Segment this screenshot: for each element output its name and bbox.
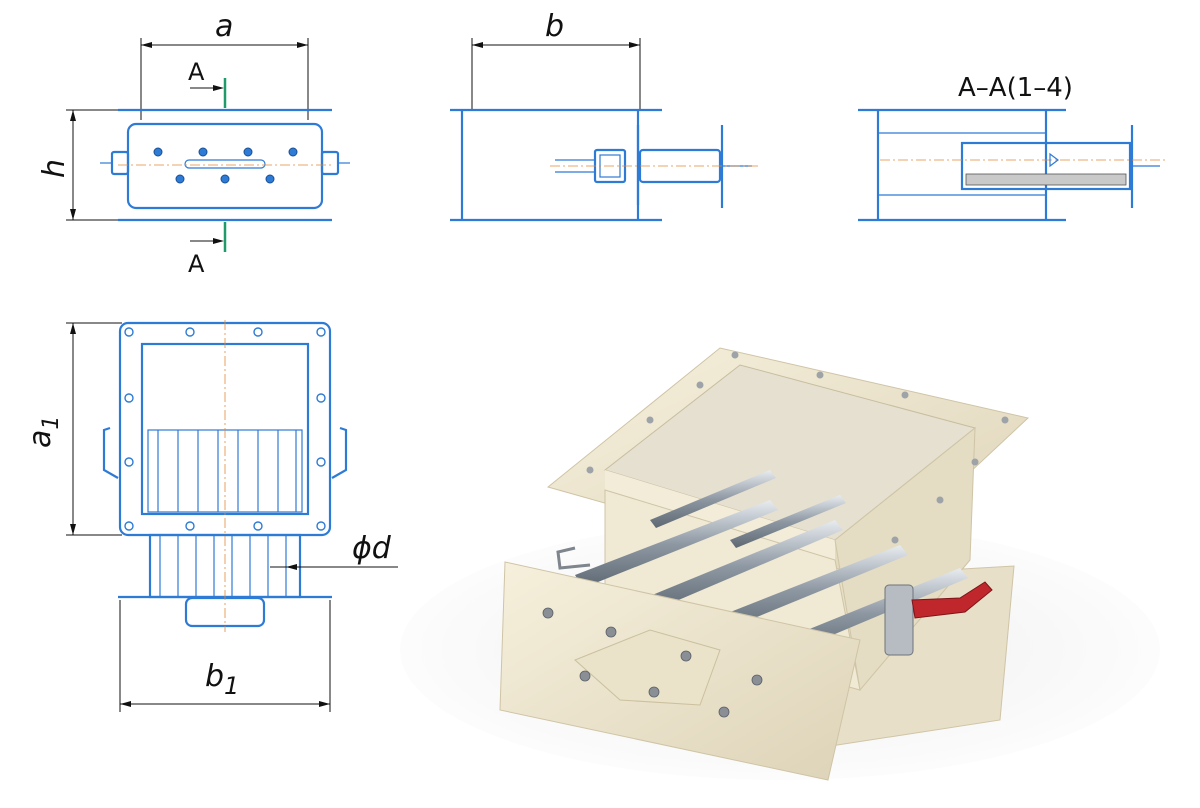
side-view: b [450,9,760,222]
top-view: a1 [23,320,398,712]
section-mark-bottom: A [188,250,205,278]
dimension-a-label: a [215,9,233,44]
dimension-h-label: h [37,159,72,178]
dimension-d-label: ϕd [352,531,392,566]
dimension-a1-label: a1 [23,416,64,448]
dimension-b-label: b [545,9,564,44]
red-latch-handle [911,581,993,619]
product-render [400,347,1160,781]
dimension-b1-label: b1 [205,659,239,700]
section-mark-top: A [188,58,205,86]
section-view: A–A(1–4) [858,73,1165,222]
front-view: a h A A [37,9,350,278]
section-title: A–A(1–4) [958,73,1073,103]
